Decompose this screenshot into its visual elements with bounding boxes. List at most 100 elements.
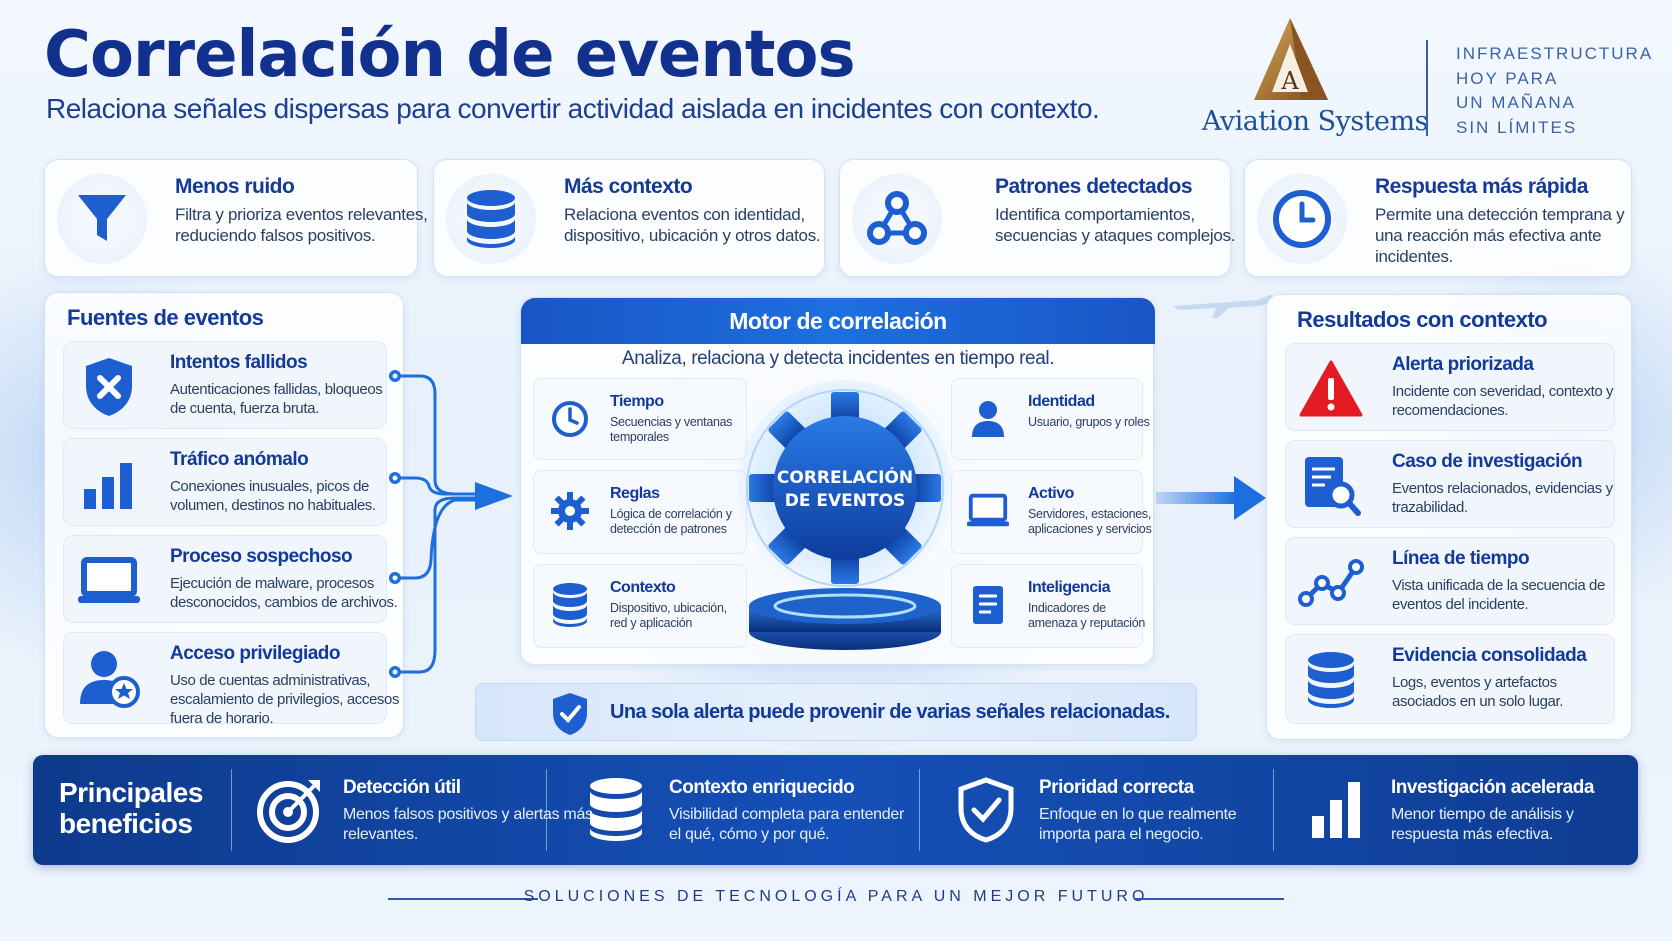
result-text: Logs, eventos y artefactos asociados en … (1392, 674, 1563, 710)
logo-icon: A (1254, 18, 1328, 100)
shield-x-icon (76, 354, 142, 420)
result-title: Caso de investigación (1392, 451, 1583, 472)
page-subtitle: Relaciona señales dispersas para convert… (46, 93, 1100, 124)
database-icon (446, 174, 536, 264)
result-text: Incidente con severidad, contexto y reco… (1392, 383, 1614, 419)
benefits-title-line: Principales (59, 777, 203, 808)
divider (231, 769, 232, 851)
feature-card-respuesta: Respuesta más rápida Permite una detecci… (1244, 159, 1632, 277)
result-text: Vista unificada de la secuencia de event… (1392, 577, 1605, 613)
factor-text: Usuario, grupos y roles (1028, 415, 1150, 429)
engine-factor: Activo Servidores, estaciones, aplicacio… (951, 470, 1152, 554)
results-panel: Resultados con contexto Alerta priorizad… (1266, 294, 1632, 740)
correlation-engine-panel: Motor de correlación Analiza, relaciona … (520, 297, 1155, 665)
footer-line-left (388, 898, 538, 900)
result-title: Evidencia consolidada (1392, 645, 1587, 666)
factor-text: Indicadores de amenaza y reputación (1028, 601, 1145, 630)
tagline-line: HOY PARA (1456, 68, 1559, 88)
factor-text: Servidores, estaciones, aplicaciones y s… (1028, 507, 1152, 536)
benefit-title: Investigación acelerada (1391, 777, 1594, 798)
benefit-title: Prioridad correcta (1039, 777, 1194, 798)
database-icon (581, 775, 651, 845)
source-item: Acceso privilegiado Uso de cuentas admin… (63, 632, 399, 727)
footer-text: SOLUCIONES DE TECNOLOGÍA PARA UN MEJOR F… (523, 888, 1149, 905)
benefit-item: Contexto enriquecido Visibilidad complet… (581, 755, 904, 865)
target-icon (255, 775, 325, 845)
results-title: Resultados con contexto (1297, 307, 1548, 332)
case-search-icon (1298, 453, 1364, 519)
logo-name: Aviation Systems (1202, 106, 1429, 137)
result-item: Línea de tiempo Vista unificada de la se… (1285, 537, 1615, 625)
admin-user-icon (76, 645, 142, 711)
benefit-title: Contexto enriquecido (669, 777, 855, 798)
footer-line-right (1134, 898, 1284, 900)
factor-title: Tiempo (610, 393, 664, 410)
engine-factor: Contexto Dispositivo, ubicación, red y a… (533, 564, 747, 648)
feature-text: Filtra y prioriza eventos relevantes, re… (175, 205, 428, 245)
benefits-banner: Principales beneficios Detección útil Me… (33, 755, 1638, 865)
source-title: Acceso privilegiado (170, 643, 341, 664)
database-icon (1298, 647, 1364, 713)
header-divider (1426, 40, 1428, 136)
clock-icon (1257, 174, 1347, 264)
source-text: Ejecución de malware, procesos desconoci… (170, 575, 398, 611)
database-icon (548, 583, 592, 627)
tagline-line: UN MAÑANA (1456, 93, 1577, 112)
result-item: Evidencia consolidada Logs, eventos y ar… (1285, 634, 1615, 724)
factor-text: Lógica de correlación y detección de pat… (610, 507, 732, 536)
correlation-core: CORRELACIÓN DE EVENTOS (737, 380, 953, 650)
source-text: Autenticaciones fallidas, bloqueos de cu… (170, 381, 383, 417)
bar-chart-icon (76, 451, 142, 517)
source-text: Uso de cuentas administrativas, escalami… (170, 672, 400, 727)
factor-title: Reglas (610, 485, 660, 502)
gear-icon (749, 392, 941, 584)
page-title: Correlación de eventos (44, 18, 856, 92)
benefit-text: Visibilidad completa para entender el qu… (669, 806, 904, 843)
feature-title: Patrones detectados (995, 175, 1193, 198)
divider (919, 769, 920, 851)
factor-title: Inteligencia (1028, 579, 1111, 596)
divider (546, 769, 547, 851)
tagline: INFRAESTRUCTURA HOY PARA UN MAÑANA SIN L… (1456, 42, 1653, 140)
tagline-line: SIN LÍMITES (1456, 117, 1578, 137)
engine-factor: Inteligencia Indicadores de amenaza y re… (951, 564, 1145, 648)
feature-title: Respuesta más rápida (1375, 175, 1588, 198)
result-title: Alerta priorizada (1392, 354, 1534, 375)
tagline-line: INFRAESTRUCTURA (1456, 44, 1654, 63)
funnel-icon (57, 174, 147, 264)
source-item: Intentos fallidos Autenticaciones fallid… (63, 341, 387, 429)
sources-panel: Fuentes de eventos Intentos fallidos Aut… (44, 292, 404, 738)
feature-card-patrones: Patrones detectados Identifica comportam… (839, 159, 1235, 277)
factor-title: Identidad (1028, 393, 1095, 410)
result-title: Línea de tiempo (1392, 548, 1530, 569)
source-item: Proceso sospechoso Ejecución de malware,… (63, 535, 398, 623)
factor-title: Activo (1028, 485, 1074, 502)
feature-text: Relaciona eventos con identidad, disposi… (564, 205, 821, 245)
feature-title: Más contexto (564, 175, 693, 198)
feature-title: Menos ruido (175, 175, 295, 198)
engine-factor: Tiempo Secuencias y ventanas temporales (533, 378, 747, 460)
logo-mark: A (1280, 67, 1299, 95)
timer-icon (548, 397, 592, 441)
benefit-item: Investigación acelerada Menor tiempo de … (1303, 755, 1623, 865)
factor-text: Secuencias y ventanas temporales (610, 415, 733, 444)
result-item: Caso de investigación Eventos relacionad… (1285, 440, 1615, 528)
divider (1273, 769, 1274, 851)
shield-check-icon (951, 775, 1021, 845)
network-icon (852, 174, 942, 264)
shield-check-icon (553, 693, 587, 735)
benefit-text: Menos falsos positivos y alertas más rel… (343, 806, 593, 843)
warning-icon (1298, 356, 1364, 422)
source-item: Tráfico anómalo Conexiones inusuales, pi… (63, 438, 387, 526)
source-connectors (389, 370, 513, 678)
benefits-title-line: beneficios (59, 808, 193, 839)
result-text: Eventos relacionados, evidencias y traza… (1392, 480, 1613, 516)
engine-title: Motor de correlación (729, 308, 947, 334)
arrow-right-icon (475, 482, 513, 510)
feature-text: Permite una detección temprana y una rea… (1375, 205, 1625, 266)
laptop-icon (76, 548, 142, 614)
monitor-icon (966, 489, 1010, 533)
feature-card-mas-contexto: Más contexto Relaciona eventos con ident… (433, 159, 825, 277)
factor-text: Dispositivo, ubicación, red y aplicación (610, 601, 727, 630)
core-label-line1: CORRELACIÓN (777, 466, 913, 488)
